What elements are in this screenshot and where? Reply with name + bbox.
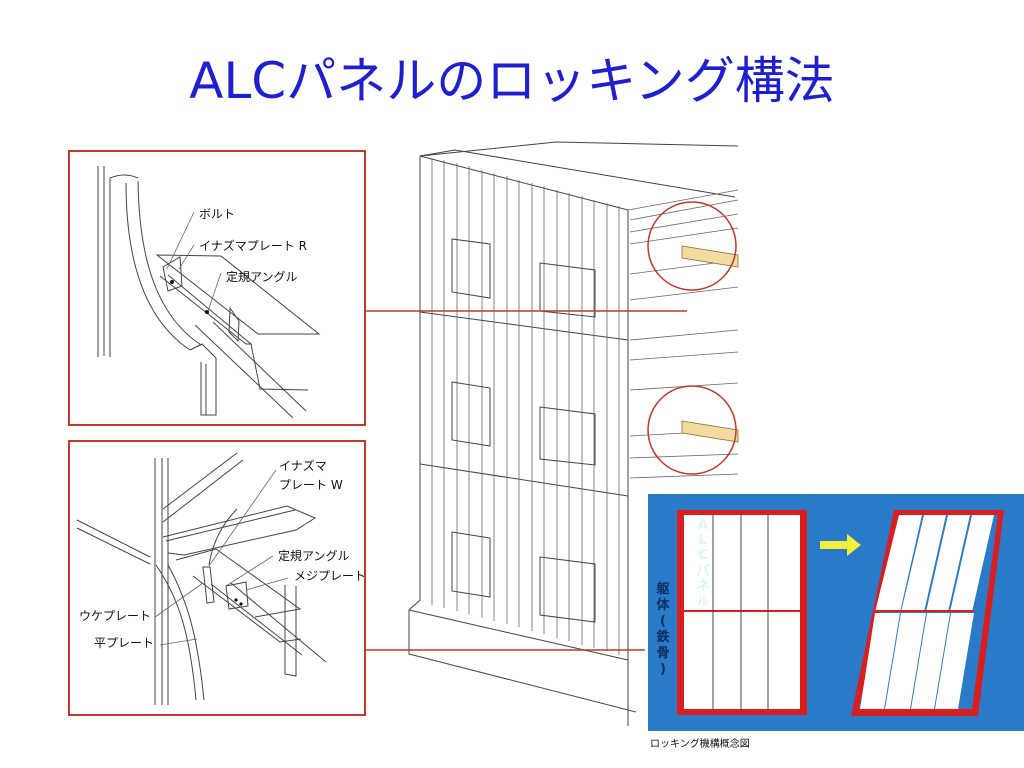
inset-panel-label: A L C パ ネ ル bbox=[696, 518, 709, 609]
lower-callout-circle bbox=[647, 385, 737, 475]
lower-label-standard-angle: 定規アングル bbox=[278, 548, 350, 563]
svg-text:A: A bbox=[698, 518, 708, 533]
lower-label-uke-plate: ウケプレート bbox=[79, 609, 151, 623]
lower-detail-frame bbox=[68, 440, 366, 716]
lower-label-inazuma: イナズマ bbox=[279, 458, 327, 473]
svg-text:骨: 骨 bbox=[656, 646, 669, 661]
svg-text:C: C bbox=[698, 548, 708, 563]
svg-text:躯: 躯 bbox=[655, 581, 669, 597]
lower-label-meji-plate: メジプレート bbox=[294, 569, 366, 583]
svg-text:鉄: 鉄 bbox=[656, 629, 669, 645]
svg-text:): ) bbox=[660, 662, 666, 677]
upper-detail-frame bbox=[68, 150, 366, 426]
upper-beam bbox=[155, 254, 321, 419]
svg-text:(: ( bbox=[660, 614, 666, 629]
svg-text:ネ: ネ bbox=[696, 579, 709, 594]
svg-text:パ: パ bbox=[696, 564, 709, 579]
lower-label-plate-w: プレート W bbox=[279, 478, 343, 492]
svg-text:L: L bbox=[699, 533, 707, 548]
upper-column bbox=[97, 166, 217, 416]
svg-text:体: 体 bbox=[656, 597, 670, 613]
lower-assembly bbox=[76, 452, 327, 705]
page-title: ALCパネルのロッキング構法 bbox=[189, 52, 834, 110]
upper-detail-box: ボルト イナズマプレート R 定規アングル bbox=[68, 150, 366, 426]
upper-label-inazuma-plate-r: イナズマプレート R bbox=[199, 238, 307, 253]
lower-detail-box: イナズマ プレート W 定規アングル メジプレート ウケプレート 平プレート bbox=[68, 440, 366, 716]
upper-label-standard-angle: 定規アングル bbox=[226, 269, 298, 284]
lower-label-flat-plate: 平プレート bbox=[94, 636, 154, 650]
upper-callout-circle bbox=[647, 201, 737, 291]
upper-label-bolt: ボルト bbox=[199, 207, 235, 221]
arrow-icon bbox=[820, 534, 861, 556]
rocking-mechanism-inset: A L C パ ネ ル 躯 体 ( 鉄 骨 ) ロッキング機構概念図 bbox=[648, 494, 1024, 750]
inset-caption: ロッキング機構概念図 bbox=[650, 737, 750, 750]
svg-text:ル: ル bbox=[696, 594, 709, 609]
building-perspective bbox=[408, 141, 739, 726]
inset-frame-label: 躯 体 ( 鉄 骨 ) bbox=[655, 581, 670, 677]
